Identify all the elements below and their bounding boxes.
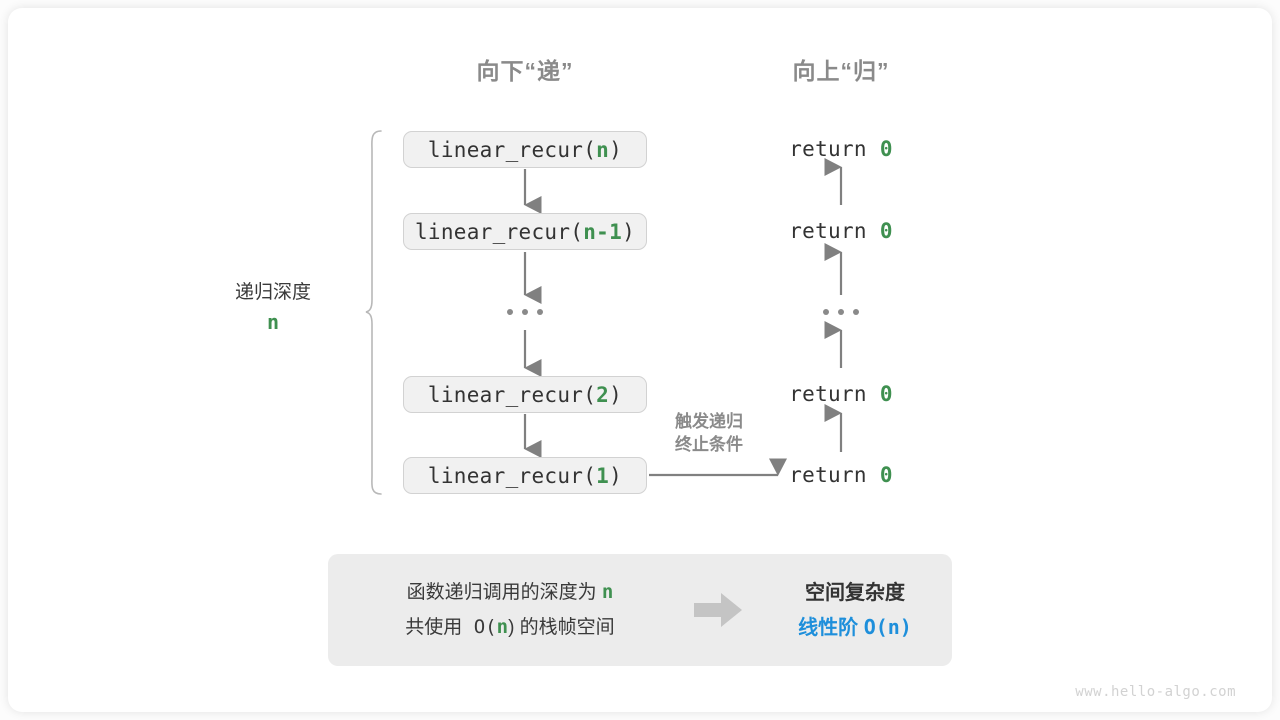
summary-right-text: 空间复杂度 线性阶 O(n) — [758, 576, 952, 645]
call-box-2-fn: linear_recur( — [414, 219, 584, 244]
return-value: 0 — [879, 463, 893, 487]
call-box-4-close: ) — [609, 463, 623, 488]
complexity-value: 线性阶 O(n) — [758, 610, 952, 645]
recursion-depth-label: 递归深度 n — [235, 278, 311, 336]
summary-line-1: 函数递归调用的深度为 n — [342, 575, 678, 610]
call-box-3[interactable]: linear_recur(2) — [403, 376, 647, 413]
call-box-3-arg: 2 — [596, 382, 610, 407]
call-box-3-fn: linear_recur( — [427, 382, 597, 407]
base-case-note-line1: 触发递归 — [675, 412, 743, 431]
dot — [838, 309, 844, 315]
watermark: www.hello-algo.com — [1075, 684, 1236, 700]
column-header-up: 向上“归” — [792, 58, 890, 84]
column-header-down: 向下“递” — [476, 58, 574, 84]
base-case-note-line2: 终止条件 — [675, 435, 743, 454]
summary-box: 函数递归调用的深度为 n 共使用 O(n) 的栈帧空间 空间复杂度 线性阶 O(… — [328, 554, 952, 666]
summary-line-1-pre: 函数递归调用的深度为 — [406, 582, 602, 603]
call-box-2-arg: n-1 — [583, 219, 623, 244]
call-box-4-fn: linear_recur( — [427, 463, 597, 488]
right-block-arrow-icon — [694, 593, 742, 627]
summary-line-2-value: n — [496, 616, 509, 638]
complexity-value-post: O(n) — [863, 614, 912, 639]
complexity-title: 空间复杂度 — [805, 581, 905, 604]
return-keyword: return — [789, 382, 880, 406]
return-value: 0 — [879, 137, 893, 161]
summary-line-2: 共使用 O(n) 的栈帧空间 — [342, 610, 678, 645]
summary-line-1-value: n — [601, 581, 614, 603]
recursion-depth-value: n — [266, 310, 280, 334]
summary-arrow-wrap — [678, 590, 758, 630]
return-statement-2: return 0 — [789, 219, 893, 243]
return-statement-3: return 0 — [789, 382, 893, 406]
recursion-depth-text: 递归深度 — [234, 282, 312, 303]
dot — [522, 309, 528, 315]
call-box-3-close: ) — [609, 382, 623, 407]
complexity-value-pre: 线性阶 — [798, 616, 864, 639]
return-statement-4: return 0 — [789, 463, 893, 487]
call-box-1-fn: linear_recur( — [427, 137, 597, 162]
summary-left-text: 函数递归调用的深度为 n 共使用 O(n) 的栈帧空间 — [328, 575, 678, 645]
call-stack-ellipsis — [507, 309, 543, 315]
return-value: 0 — [879, 219, 893, 243]
call-box-4-arg: 1 — [596, 463, 610, 488]
dot — [507, 309, 513, 315]
summary-line-2-pre: 共使用 O( — [405, 616, 497, 638]
return-keyword: return — [789, 137, 880, 161]
return-value: 0 — [879, 382, 893, 406]
call-box-2-close: ) — [622, 219, 636, 244]
return-keyword: return — [789, 463, 880, 487]
return-statement-1: return 0 — [789, 137, 893, 161]
summary-line-2-post: ) 的栈帧空间 — [508, 617, 615, 638]
call-box-4[interactable]: linear_recur(1) — [403, 457, 647, 494]
dot — [537, 309, 543, 315]
base-case-note: 触发递归 终止条件 — [675, 410, 743, 456]
dot — [823, 309, 829, 315]
return-ellipsis — [823, 309, 859, 315]
return-keyword: return — [789, 219, 880, 243]
dot — [853, 309, 859, 315]
call-box-1[interactable]: linear_recur(n) — [403, 131, 647, 168]
call-box-1-close: ) — [609, 137, 623, 162]
call-box-1-arg: n — [596, 137, 610, 162]
call-box-2[interactable]: linear_recur(n-1) — [403, 213, 647, 250]
